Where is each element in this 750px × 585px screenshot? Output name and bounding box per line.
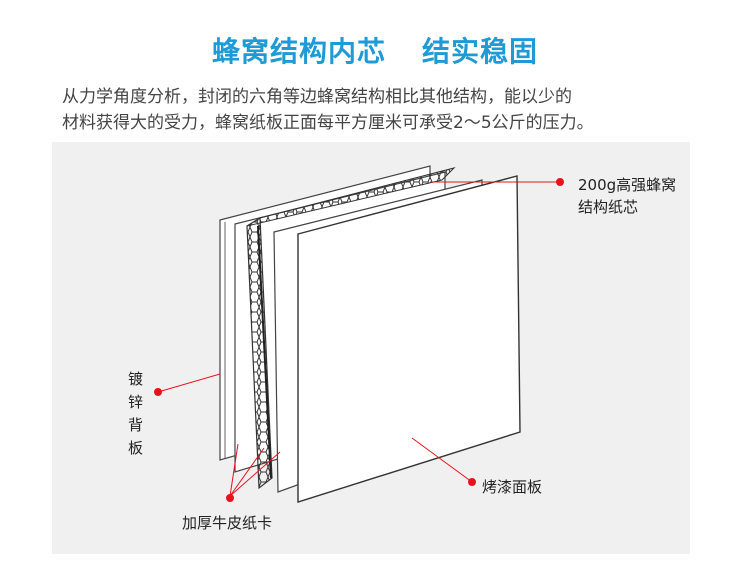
callout-dot-front — [468, 478, 476, 486]
title-part-2: 结实稳固 — [422, 35, 539, 68]
intro-line-1: 从力学角度分析，封闭的六角等边蜂窝结构相比其他结构，能以少的 — [62, 87, 572, 107]
painted-front-panel — [297, 175, 521, 503]
callout-dot-core — [556, 178, 564, 186]
label-honeycomb-core: 200g高强蜂窝 结构纸芯 — [578, 176, 677, 216]
callout-dot-back — [154, 388, 162, 396]
callout-dot-kraft — [226, 494, 234, 502]
label-kraft-card: 加厚牛皮纸卡 — [182, 514, 273, 532]
label-painted-front-panel: 烤漆面板 — [482, 478, 543, 496]
diagram-panel: 200g高强蜂窝 结构纸芯 镀锌背板 烤漆面板 加厚牛皮纸卡 — [52, 142, 690, 554]
intro-line-2: 材料获得大的受力，蜂窝纸板正面每平方厘米可承受2～5公斤的压力。 — [62, 113, 594, 133]
page-title: 蜂窝结构内芯 结实稳固 — [0, 32, 750, 72]
honeycomb-diagram — [154, 165, 564, 503]
callout-leaders — [154, 178, 564, 502]
honeycomb-core — [246, 216, 273, 490]
intro-text: 从力学角度分析，封闭的六角等边蜂窝结构相比其他结构，能以少的 材料获得大的受力，… — [62, 84, 722, 136]
title-part-1: 蜂窝结构内芯 — [211, 35, 386, 68]
label-galvanized-back-panel: 镀锌背板 — [128, 370, 144, 457]
